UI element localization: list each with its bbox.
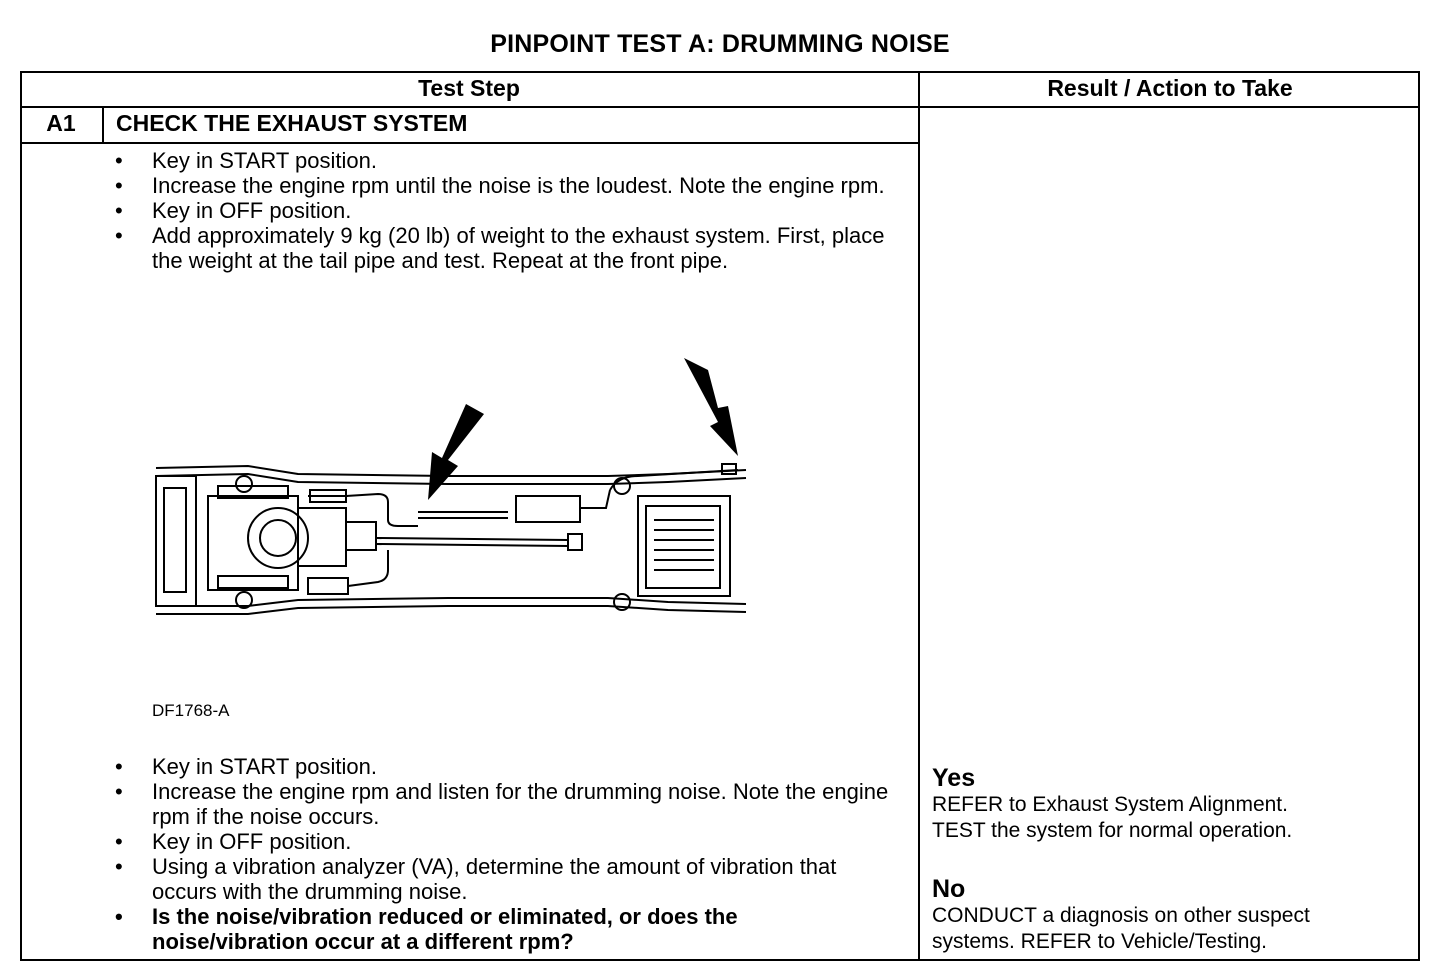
arrow-icon: [428, 404, 484, 500]
instruction-list-top: Key in START position. Increase the engi…: [115, 148, 895, 273]
result-yes: Yes REFER to Exhaust System Alignment. T…: [932, 765, 1292, 844]
header-result-action: Result / Action to Take: [1047, 75, 1293, 101]
result-yes-line: REFER to Exhaust System Alignment.: [932, 793, 1288, 816]
list-item: Key in OFF position.: [115, 198, 895, 223]
step-id: A1: [46, 110, 76, 136]
step-id-divider: [102, 106, 104, 144]
result-no-heading: No: [932, 875, 966, 903]
result-yes-line: TEST the system for normal operation.: [932, 819, 1293, 842]
column-divider: [918, 71, 920, 961]
list-item: Key in OFF position.: [115, 829, 895, 854]
step-title-rule: [20, 142, 920, 144]
list-item: Add approximately 9 kg (20 lb) of weight…: [115, 223, 895, 273]
exhaust-system-diagram: [155, 358, 747, 615]
instruction-list-bottom: Key in START position. Increase the engi…: [115, 754, 895, 954]
result-no: No CONDUCT a diagnosis on other suspect …: [932, 876, 1310, 955]
figure-id: DF1768-A: [152, 701, 230, 720]
result-yes-heading: Yes: [932, 764, 976, 792]
list-item: Using a vibration analyzer (VA), determi…: [115, 854, 895, 904]
result-no-line: CONDUCT a diagnosis on other suspect: [932, 904, 1310, 927]
page-title: PINPOINT TEST A: DRUMMING NOISE: [490, 30, 950, 58]
question-item: Is the noise/vibration reduced or elimin…: [115, 904, 895, 954]
arrow-icon: [684, 358, 738, 456]
list-item: Key in START position.: [115, 148, 895, 173]
header-rule: [20, 106, 1420, 108]
pinpoint-table: [20, 71, 1420, 961]
list-item: Increase the engine rpm until the noise …: [115, 173, 895, 198]
result-no-line: systems. REFER to Vehicle/Testing.: [932, 930, 1267, 953]
header-test-step: Test Step: [418, 75, 520, 101]
step-title: CHECK THE EXHAUST SYSTEM: [116, 110, 468, 136]
list-item: Increase the engine rpm and listen for t…: [115, 779, 895, 829]
list-item: Key in START position.: [115, 754, 895, 779]
